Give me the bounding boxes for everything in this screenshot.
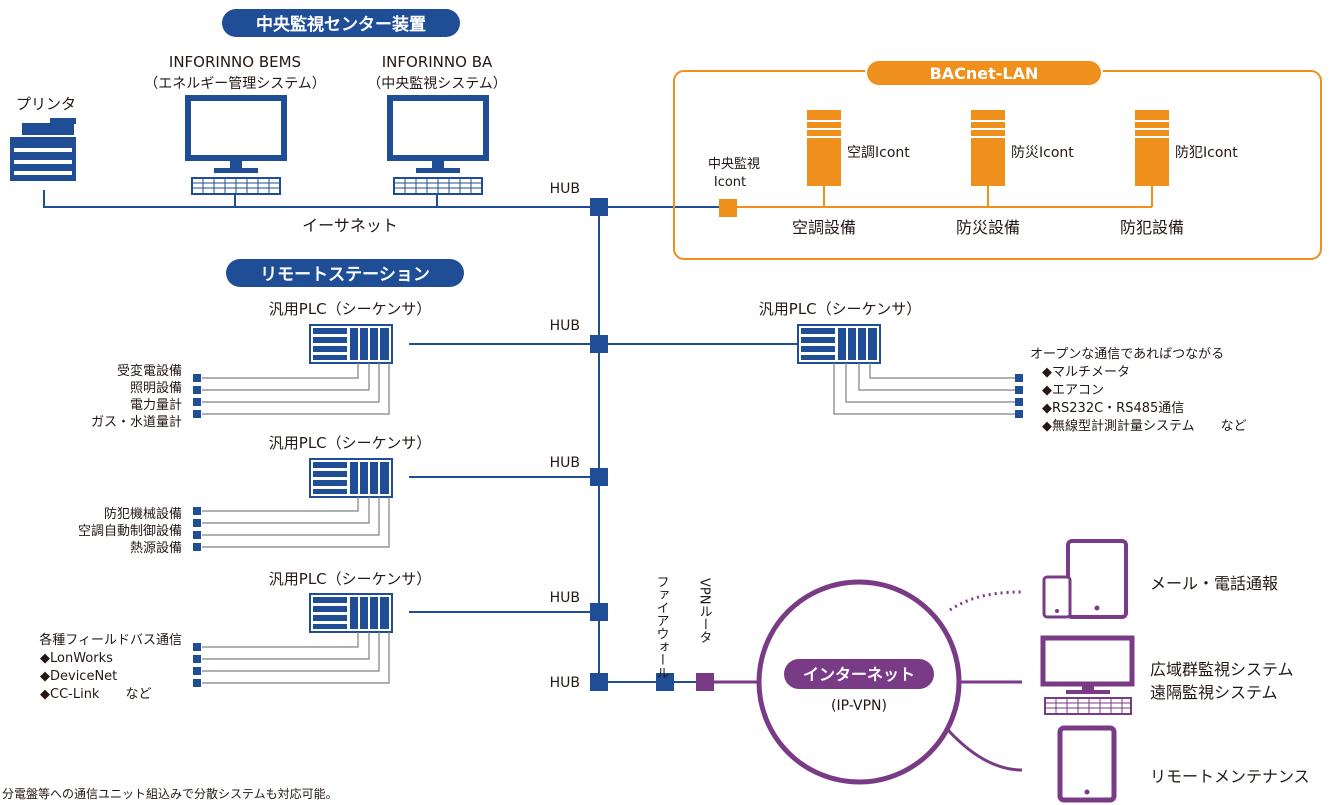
plc-1-icon <box>309 324 393 364</box>
hub-1 <box>590 198 608 216</box>
mail-phone-label: メール・電話通報 <box>1150 574 1278 593</box>
security-icont-label: 防犯Icont <box>1175 145 1238 161</box>
aircon-equipment: 空調設備 <box>792 218 856 237</box>
open-comm-item-3: ◆RS232C・RS485通信 <box>1042 401 1184 416</box>
bacnet-title-pill <box>865 59 1103 87</box>
hub-4 <box>590 603 608 621</box>
internet-title: インターネット <box>803 665 915 684</box>
fieldbus-item-3: ◆CC-Link など <box>40 687 151 702</box>
plc-2-item-2: 空調自動制御設備 <box>78 523 182 539</box>
central-icont-node <box>719 199 737 217</box>
ethernet-line <box>43 190 726 208</box>
tablet-icon <box>1057 725 1117 803</box>
fieldbus-title: 各種フィールドバス通信 <box>39 632 182 648</box>
plc-1-item-1: 受変電設備 <box>117 363 182 379</box>
aircon-icont-label: 空調Icont <box>847 145 910 161</box>
footnote: 分電盤等への通信ユニット組込みで分散システムも対応可能。 <box>2 786 338 801</box>
ba-computer-icon <box>390 98 486 194</box>
tablet-phone-icon <box>1042 539 1128 619</box>
backbone: HUB HUB HUB HUB HUB <box>409 181 800 691</box>
maintenance-label: リモートメンテナンス <box>1150 767 1310 786</box>
disaster-icont-icon <box>971 110 1005 186</box>
wide-area-label-2: 遠隔監視システム <box>1150 683 1278 702</box>
internet-section: ファイアウォール VPNルータ インターネット (IP-VPN) メール・電話通… <box>654 539 1310 803</box>
bacnet-drops <box>823 185 1153 207</box>
firewall-label: ファイアウォール <box>654 575 669 679</box>
fieldbus-item-2: ◆DeviceNet <box>40 669 117 684</box>
disaster-icont-label: 防災Icont <box>1011 145 1074 161</box>
bems-name: INFORINNO BEMS <box>169 53 301 71</box>
remote-title: リモートステーション <box>260 265 430 285</box>
printer-icon <box>10 118 76 181</box>
open-comm-item-2: ◆エアコン <box>1042 383 1104 398</box>
central-title-pill <box>222 9 460 37</box>
central-section: 中央監視センター装置 プリンタ INFORINNO BEMS （エネルギー管理シ… <box>10 9 726 235</box>
security-equipment: 防犯設備 <box>1120 218 1184 237</box>
ethernet-drops <box>234 193 438 207</box>
vpn-router-node <box>696 673 714 691</box>
plc-1-item-2: 照明設備 <box>130 380 182 396</box>
monitor-icon <box>1040 635 1135 715</box>
ethernet-label: イーサネット <box>302 216 398 235</box>
printer-label: プリンタ <box>16 95 76 113</box>
remote-title-pill <box>226 259 464 287</box>
open-comm-item-1: ◆マルチメータ <box>1042 365 1130 380</box>
plc-2-label: 汎用PLC（シーケンサ） <box>269 434 431 452</box>
plc-2-item-1: 防犯機械設備 <box>104 506 182 522</box>
ba-name: INFORINNO BA <box>382 53 493 71</box>
hub-4-label: HUB <box>550 590 580 606</box>
central-icont-label-1: 中央監視 <box>708 156 760 172</box>
ba-desc: （中央監視システム） <box>367 75 507 92</box>
vpn-router-label: VPNルータ <box>697 578 712 644</box>
internet-sub: (IP-VPN) <box>831 698 887 714</box>
plc-2-item-3: 熱源設備 <box>130 540 182 556</box>
hub-2-label: HUB <box>550 318 580 334</box>
internet-pill <box>784 659 934 689</box>
hub-3 <box>590 468 608 486</box>
plc-1-label: 汎用PLC（シーケンサ） <box>269 300 431 318</box>
hub-5 <box>590 673 608 691</box>
disaster-equipment: 防災設備 <box>956 218 1020 237</box>
plc-3-icon <box>309 593 393 633</box>
hub-3-label: HUB <box>550 455 580 471</box>
plc-2-icon <box>309 458 393 498</box>
security-icont-icon <box>1135 110 1169 186</box>
plc-right-label: 汎用PLC（シーケンサ） <box>759 300 921 318</box>
firewall-node <box>656 673 674 691</box>
hub-5-label: HUB <box>550 675 580 691</box>
open-comm-item-4: ◆無線型計測計量システム など <box>1042 418 1247 434</box>
plc-3-wires <box>202 632 390 684</box>
plc-2-wires <box>202 497 390 548</box>
hub-1-label: HUB <box>550 181 580 197</box>
plc-right-icon <box>797 324 881 364</box>
plc-3-label: 汎用PLC（シーケンサ） <box>269 570 431 588</box>
plc-1-wires <box>202 363 390 415</box>
aircon-icont-icon <box>807 110 841 186</box>
bacnet-section: BACnet-LAN 中央監視 Icont 空調Icont 防災Icont 防犯… <box>673 59 1322 260</box>
open-comm-title: オープンな通信であればつながる <box>1030 347 1224 362</box>
maintenance-link <box>946 728 1023 772</box>
bacnet-title: BACnet-LAN <box>930 64 1039 83</box>
fieldbus-item-1: ◆LonWorks <box>40 651 113 666</box>
plc-1-item-3: 電力量計 <box>130 397 182 413</box>
bems-computer-icon <box>188 98 284 194</box>
central-icont-label-2: Icont <box>714 175 746 190</box>
wireless-link <box>949 590 1023 612</box>
remote-section: リモートステーション 汎用PLC（シーケンサ） 受変電設備 照明設備 電力量計 … <box>39 259 1247 702</box>
plc-1-item-4: ガス・水道量計 <box>91 414 182 430</box>
wide-area-label-1: 広域群監視システム <box>1150 660 1294 679</box>
plc-right-wires <box>833 363 1015 415</box>
bems-desc: （エネルギー管理システム） <box>144 76 326 92</box>
hub-2 <box>590 335 608 353</box>
central-title: 中央監視センター装置 <box>256 14 426 35</box>
